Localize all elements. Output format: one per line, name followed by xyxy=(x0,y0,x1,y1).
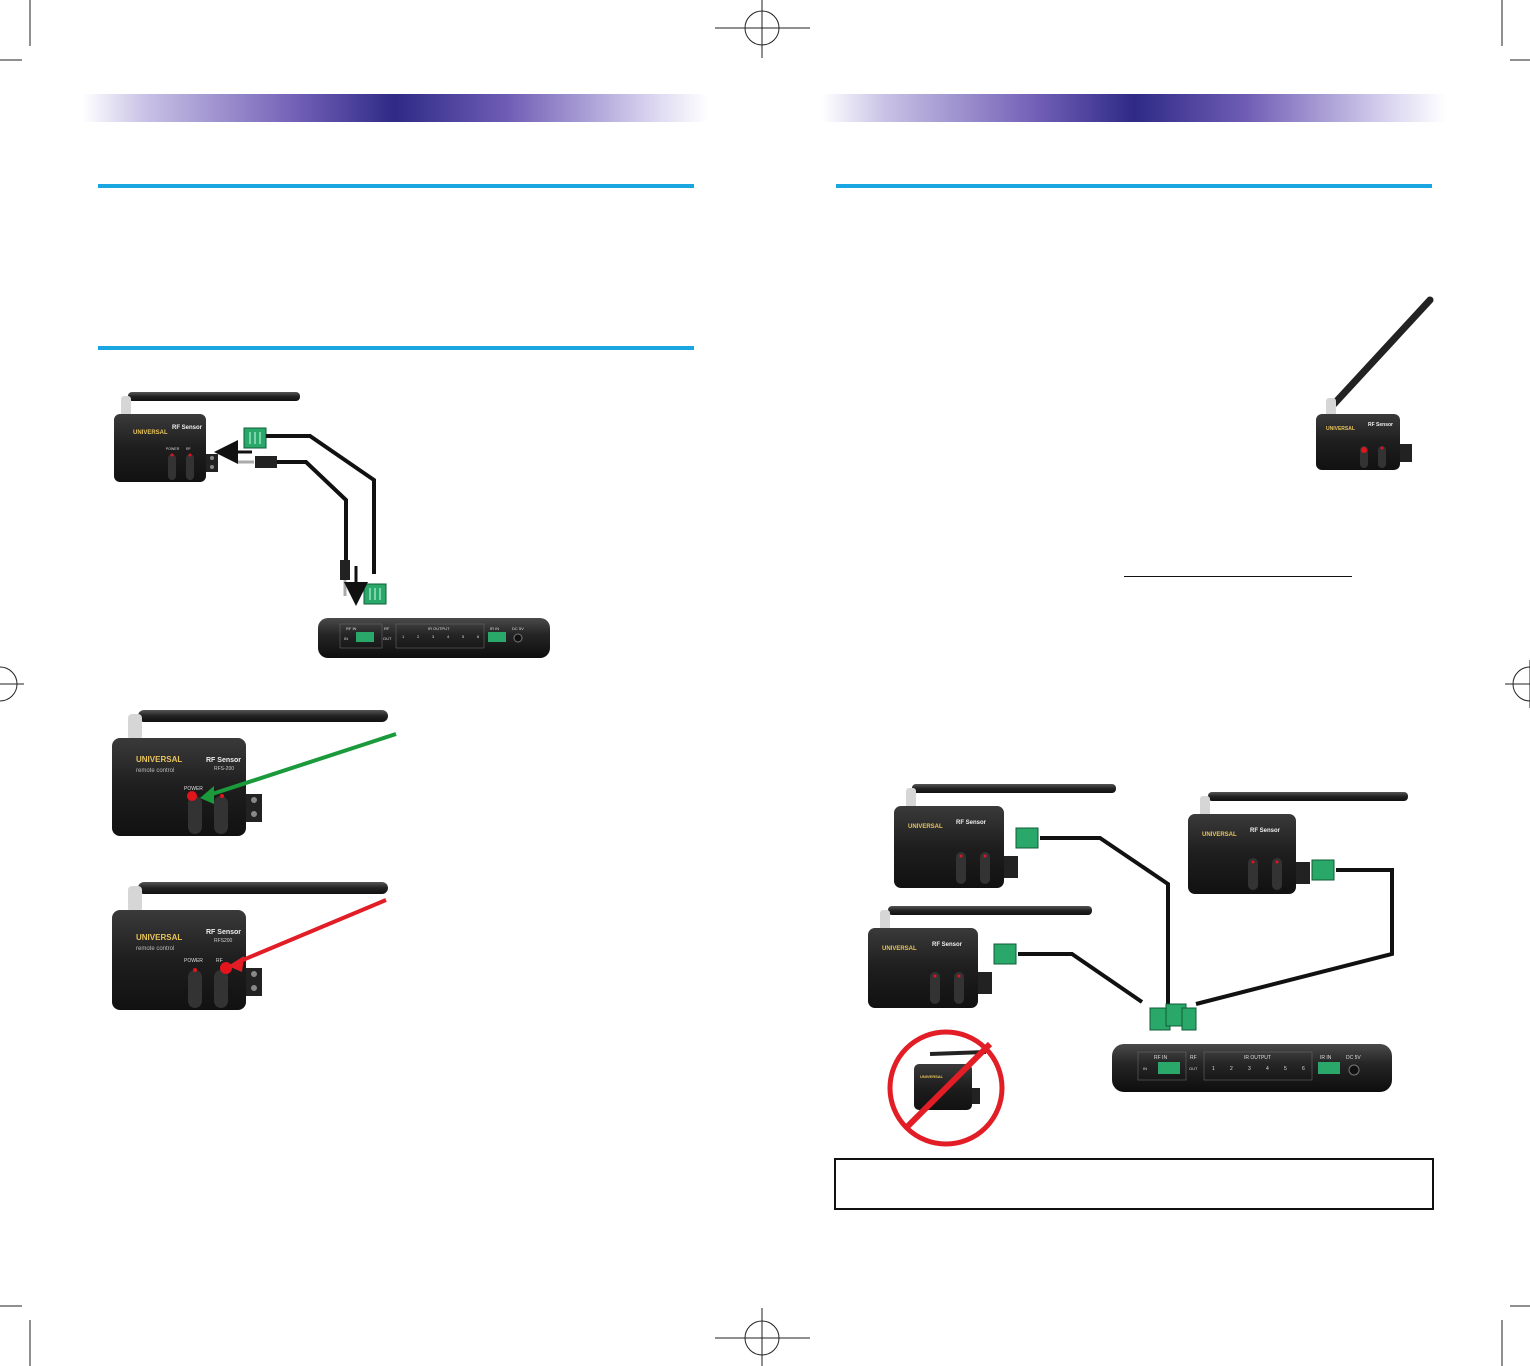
terminal-connector-icon xyxy=(1311,859,1335,881)
rf-sensor-b: UNIVERSAL RF Sensor xyxy=(1188,792,1408,894)
rf-sensor-power-led: UNIVERSAL remote control RF Sensor RFS-2… xyxy=(112,710,388,836)
left-header-bar xyxy=(82,94,708,122)
crosshair-circle-icon xyxy=(715,0,810,58)
in-label: IN xyxy=(344,636,348,641)
out-label: OUT xyxy=(1189,1066,1198,1071)
sensor-title: RF Sensor xyxy=(956,820,987,826)
green-pointer xyxy=(205,732,397,798)
sensor-title: RF Sensor xyxy=(1250,828,1281,834)
left-section-rule-1 xyxy=(98,184,694,188)
brand-text: UNIVERSAL xyxy=(133,430,168,436)
crosshair-circle-icon xyxy=(715,1308,810,1366)
sensor-title: RF Sensor xyxy=(932,942,963,948)
led-rf-label: RF xyxy=(216,958,223,964)
port-5: 5 xyxy=(462,634,465,639)
sub-brand-text: remote control xyxy=(136,768,174,774)
red-pointer xyxy=(237,898,387,964)
sensor-title: RF Sensor xyxy=(206,757,241,764)
rf-sensor-c: UNIVERSAL RF Sensor xyxy=(868,906,1092,1008)
sensor-title: RF Sensor xyxy=(172,425,203,431)
ir-in-label: IR IN xyxy=(490,626,499,631)
rf-sensor-upright-antenna: UNIVERSAL RF Sensor xyxy=(1316,296,1434,470)
rf-in-label: RF IN xyxy=(1154,1055,1167,1061)
port-3: 3 xyxy=(1248,1066,1251,1072)
port-5: 5 xyxy=(1284,1066,1287,1072)
ir-output-label: IR OUTPUT xyxy=(428,626,450,631)
note-box xyxy=(834,1158,1434,1210)
right-header-bar xyxy=(822,94,1446,122)
port-2: 2 xyxy=(417,634,420,639)
brand-text: UNIVERSAL xyxy=(882,946,917,952)
sensor-model: RFS-200 xyxy=(214,766,234,772)
rf-sensor-rf-led: UNIVERSAL remote control RF Sensor RFS20… xyxy=(112,882,388,1010)
brand-text: UNIVERSAL xyxy=(136,755,182,764)
base-station-left: RF IN IN RF OUT IR OUTPUT 1 2 3 4 5 6 IR… xyxy=(318,618,550,658)
sensor-title: RF Sensor xyxy=(1368,422,1393,428)
terminal-connector-icon xyxy=(243,427,267,449)
prohibited-circle-icon: UNIVERSAL xyxy=(887,1029,1005,1147)
port-6: 6 xyxy=(477,634,480,639)
brand-text: UNIVERSAL xyxy=(920,1074,944,1079)
sensor-title: RF Sensor xyxy=(206,929,241,936)
terminal-connector-icon xyxy=(993,943,1017,965)
led-power-label: POWER xyxy=(184,786,203,792)
brand-text: UNIVERSAL xyxy=(1202,832,1237,838)
link-underline xyxy=(1124,576,1352,577)
crosshair-circle-icon xyxy=(1505,660,1530,708)
base-station-right: RF IN IN RF OUT IR OUTPUT 1 2 3 4 5 6 IR… xyxy=(1112,1044,1392,1092)
led-power-label: POWER xyxy=(166,447,180,451)
out-label: OUT xyxy=(383,636,392,641)
dc-label: DC 5V xyxy=(512,626,524,631)
port-3: 3 xyxy=(432,634,435,639)
led-rf-label: RF xyxy=(186,447,191,451)
sensor-model: RFS200 xyxy=(214,938,233,944)
port-2: 2 xyxy=(1230,1066,1233,1072)
port-6: 6 xyxy=(1302,1066,1305,1072)
brand-text: UNIVERSAL xyxy=(136,933,182,942)
brand-text: UNIVERSAL xyxy=(1326,426,1355,432)
rf-label: RF xyxy=(384,626,390,631)
port-4: 4 xyxy=(1266,1066,1269,1072)
terminal-connector-icon xyxy=(1015,827,1039,849)
left-section-rule-2 xyxy=(98,346,694,350)
rf-label: RF xyxy=(1190,1055,1197,1061)
terminal-connector-cluster xyxy=(1149,1003,1197,1031)
rf-sensor-small-1: UNIVERSAL RF Sensor POWER RF xyxy=(114,392,300,482)
ir-in-label: IR IN xyxy=(1320,1055,1332,1061)
dc-label: DC 5V xyxy=(1346,1055,1361,1061)
brand-text: UNIVERSAL xyxy=(908,824,943,830)
in-label: IN xyxy=(1143,1066,1147,1071)
sub-brand-text: remote control xyxy=(136,946,174,952)
crosshair-circle-icon xyxy=(0,666,24,702)
port-1: 1 xyxy=(1212,1066,1215,1072)
terminal-connector-icon xyxy=(363,583,387,605)
rf-in-label: RF IN xyxy=(346,626,357,631)
port-1: 1 xyxy=(402,634,405,639)
right-section-rule xyxy=(836,184,1432,188)
led-power-label: POWER xyxy=(184,958,203,964)
port-4: 4 xyxy=(447,634,450,639)
rf-sensor-a: UNIVERSAL RF Sensor xyxy=(894,784,1116,888)
ir-output-label: IR OUTPUT xyxy=(1244,1055,1271,1061)
